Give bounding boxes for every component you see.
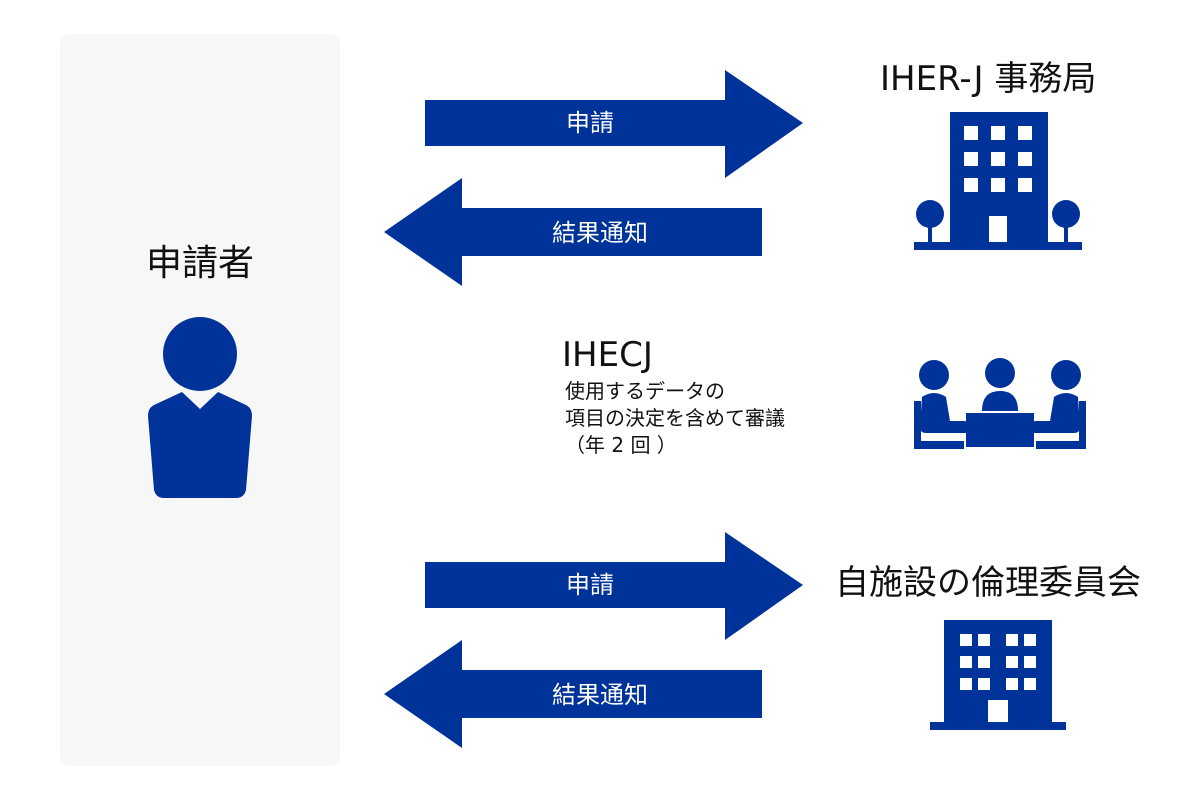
office-building-icon [930, 620, 1066, 730]
meeting-people-icon [914, 358, 1086, 449]
office-building-with-trees-icon [914, 112, 1082, 250]
secretariat-title: IHER-J 事務局 [880, 59, 1097, 99]
request-label-top: 申請 [566, 109, 614, 137]
result-arrow-bottom [384, 640, 762, 748]
request-arrow-bottom [425, 532, 803, 640]
result-label-top: 結果通知 [552, 219, 648, 247]
result-arrow-top [384, 178, 762, 286]
applicant-label: 申請者 [145, 243, 254, 284]
ethics-committee-title: 自施設の倫理委員会 [835, 563, 1141, 603]
ihecj-description: 使用するデータの 項目の決定を含めて審議 （年 2 回 ） [565, 379, 785, 457]
request-arrow-top [425, 70, 803, 178]
person-icon [148, 317, 252, 498]
applicant-panel [60, 34, 340, 766]
ihecj-title: IHECJ [562, 335, 653, 375]
request-label-bottom: 申請 [566, 571, 614, 599]
result-label-bottom: 結果通知 [552, 681, 648, 709]
